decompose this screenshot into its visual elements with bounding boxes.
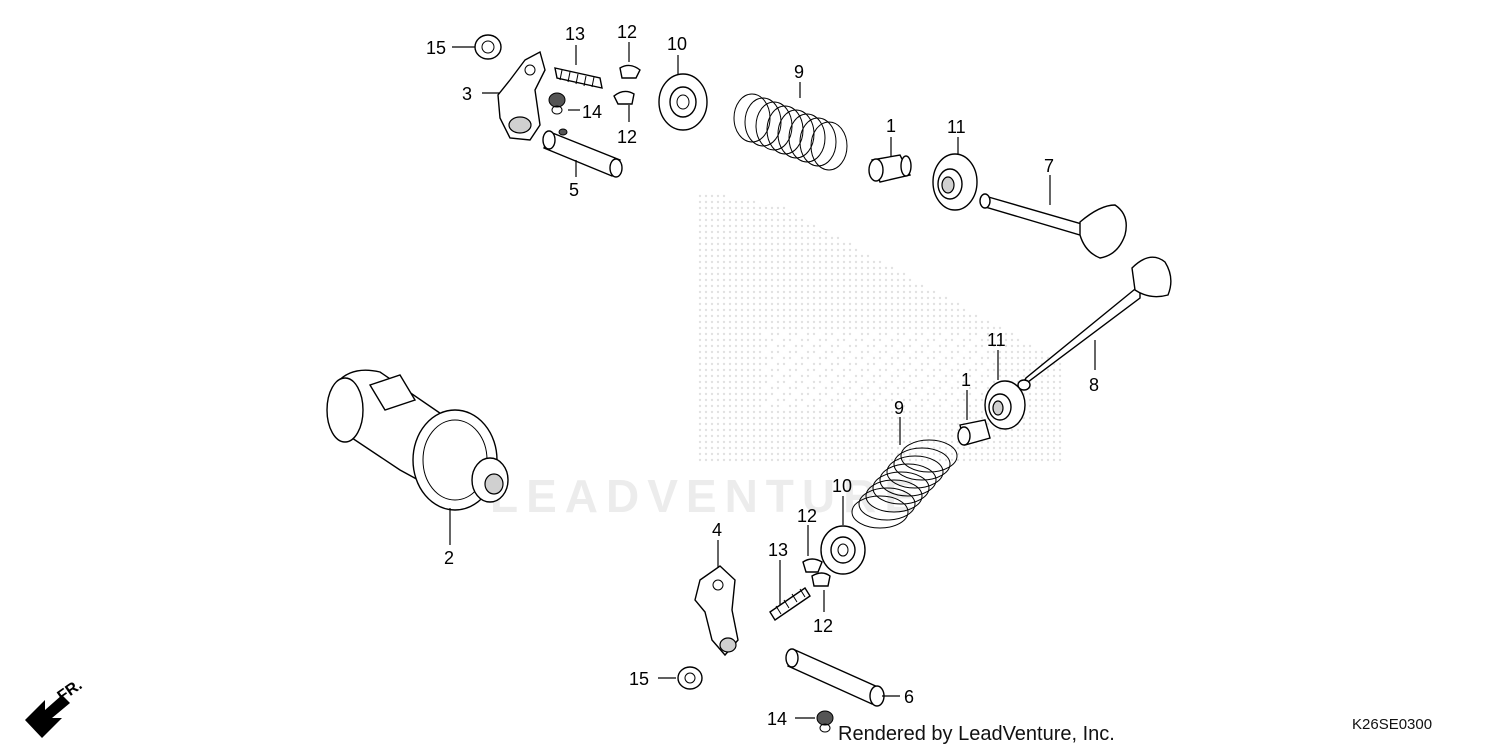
callout-9: 9 [794,62,804,82]
part-6-rocker-shaft [785,648,885,707]
part-14-nut-lower [816,710,834,733]
callout-4: 4 [712,520,722,540]
part-7-valve-upper [979,193,1127,259]
part-10-retainer-lower [820,525,866,575]
part-13-screw-lower [769,587,811,621]
callout-8: 8 [1089,375,1099,395]
callout-3: 3 [462,84,472,104]
callout-1: 1 [961,370,971,390]
callout-5: 5 [569,180,579,200]
part-8-valve-lower [1017,256,1172,391]
callout-6: 6 [904,687,914,707]
part-1-stem-seal-upper [868,154,912,183]
callout-12: 12 [617,22,637,42]
part-12-cotters-lower [802,558,831,587]
leader-lines [449,42,1096,719]
diagram-code: K26SE0300 [1352,716,1432,733]
part-11-spring-seat-lower [984,380,1026,430]
watermark: LEADVENTURE [490,194,1062,522]
callout-11: 11 [987,330,1006,350]
part-1-stem-seal-lower [957,419,991,446]
part-5-rocker-shaft [542,128,623,178]
watermark-wing-logo [698,194,1062,462]
callout-15: 15 [426,38,446,58]
part-15-nut-lower [677,666,703,690]
callout-10: 10 [667,34,687,54]
callout-14: 14 [582,102,602,122]
callout-12: 12 [797,506,817,526]
callout-12: 12 [813,616,833,636]
front-arrow-icon [25,695,70,738]
callout-13: 13 [565,24,585,44]
callout-2: 2 [444,548,454,568]
callout-14: 14 [767,709,787,729]
part-15-nut-upper [474,34,502,60]
callout-12: 12 [617,127,637,147]
watermark-text: LEADVENTURE [490,470,923,522]
part-13-screw-upper [554,67,603,89]
callout-7: 7 [1044,156,1054,176]
callout-15: 15 [629,669,649,689]
callout-labels: 15 3 13 14 12 12 5 10 9 1 11 7 8 11 1 9 … [426,22,1099,729]
part-12-cotters-upper [613,64,641,105]
part-9-valve-spring-upper [733,93,848,171]
part-10-retainer-upper [658,73,708,131]
part-3-rocker-arm [497,50,546,141]
front-direction-indicator: FR. [25,677,85,738]
callout-1: 1 [886,116,896,136]
render-credit: Rendered by LeadVenture, Inc. [838,723,1115,745]
callout-13: 13 [768,540,788,560]
part-4-rocker-arm [694,565,739,657]
part-9-valve-spring-lower [851,439,958,529]
callout-9: 9 [894,398,904,418]
part-11-spring-seat-upper [932,153,978,211]
callout-11: 11 [947,117,966,137]
part-2-camshaft [326,369,509,511]
callout-10: 10 [832,476,852,496]
part-14-nut-upper [548,92,566,115]
